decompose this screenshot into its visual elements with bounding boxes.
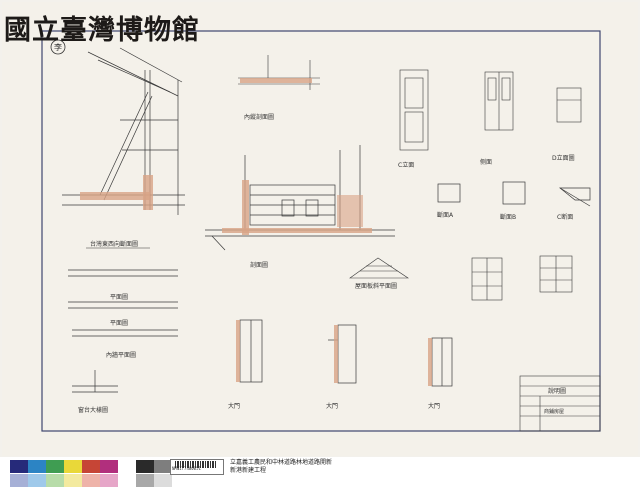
title-block <box>519 375 601 432</box>
roof-section-label: 內縱剖面圖 <box>244 113 274 121</box>
color-swatch <box>100 460 118 473</box>
plan-b-label: 斷面B <box>500 213 516 221</box>
main-section-label: 剖面圖 <box>250 261 268 269</box>
plan-sections <box>437 181 591 207</box>
color-swatch <box>82 460 100 473</box>
color-swatch <box>28 460 46 473</box>
door-3-hatch <box>428 338 432 386</box>
color-swatch <box>64 474 82 487</box>
roof-plan-label: 屋面板斜平面圖 <box>355 282 397 290</box>
color-swatch <box>28 474 46 487</box>
plan-c-label: C断面 <box>557 213 573 221</box>
wall-plan-2-label: 平面圖 <box>110 320 128 327</box>
document-caption-line-2: 新港新建工程 <box>230 467 267 474</box>
main-section-hatch-right <box>337 195 363 227</box>
main-section-drawing <box>205 145 395 251</box>
color-swatch <box>10 474 28 487</box>
sheet-stamp: 李 <box>54 42 62 52</box>
title-block-name: 商鋪房屋 <box>544 408 564 415</box>
drawing-border <box>41 30 601 432</box>
door-3-label: 大門 <box>428 402 440 410</box>
color-swatch <box>154 460 172 473</box>
top-wall-section <box>238 55 320 90</box>
color-swatch <box>136 460 154 473</box>
door-2-hatch <box>334 325 338 383</box>
elevation-d-label: D立面圖 <box>552 154 575 162</box>
main-section-floor-hatch <box>222 228 372 233</box>
door-1-label: 大門 <box>228 402 240 410</box>
window-grid-drawings <box>471 255 573 301</box>
color-swatch <box>64 460 82 473</box>
wall-plan-3-label: 內牆平面圖 <box>106 351 136 359</box>
main-section-hatch-left <box>242 180 249 235</box>
color-swatch <box>136 474 154 487</box>
door-1-hatch <box>236 320 240 382</box>
wall-plan-drawings <box>68 269 178 393</box>
color-swatch <box>10 460 28 473</box>
color-swatch <box>46 474 64 487</box>
roof-plan-drawing <box>349 257 409 279</box>
title-block-header: 說明圖 <box>548 387 566 395</box>
elevation-side-label: 侧面 <box>480 158 492 166</box>
color-swatch <box>46 460 64 473</box>
elevation-drawings <box>399 69 582 151</box>
section-east-label: 台灣東西向斷面圖 <box>90 240 138 248</box>
document-caption: 立嘉義工農民和中林道路林地道路開新 新港新建工程 <box>230 459 332 475</box>
sill-detail-label: 窗台大樣圖 <box>78 406 108 414</box>
barcode <box>175 461 217 468</box>
wall-footing-hatch <box>80 192 150 200</box>
document-id: NMNIT7400051 <box>172 466 201 471</box>
wall-column-hatch <box>143 175 153 210</box>
top-wall-hatch <box>240 78 312 83</box>
door-2-label: 大門 <box>326 402 338 410</box>
sheet-stamp-circle <box>50 39 66 55</box>
color-swatch <box>82 474 100 487</box>
section-east-drawing <box>62 47 185 215</box>
museum-logo: 國立臺灣博物館 <box>4 15 200 46</box>
door-section-drawings <box>239 319 453 387</box>
elevation-c-label: C立面 <box>398 161 414 169</box>
color-swatch <box>100 474 118 487</box>
color-swatch <box>154 474 172 487</box>
architectural-drawing: 李 台灣東西向斷面圖 內縱剖面圖 <box>41 30 601 432</box>
document-caption-line-1: 立嘉義工農民和中林道路林地道路開新 <box>230 459 333 466</box>
wall-plan-1-label: 平面圖 <box>110 294 128 301</box>
plan-a-label: 斷面A <box>437 211 454 219</box>
